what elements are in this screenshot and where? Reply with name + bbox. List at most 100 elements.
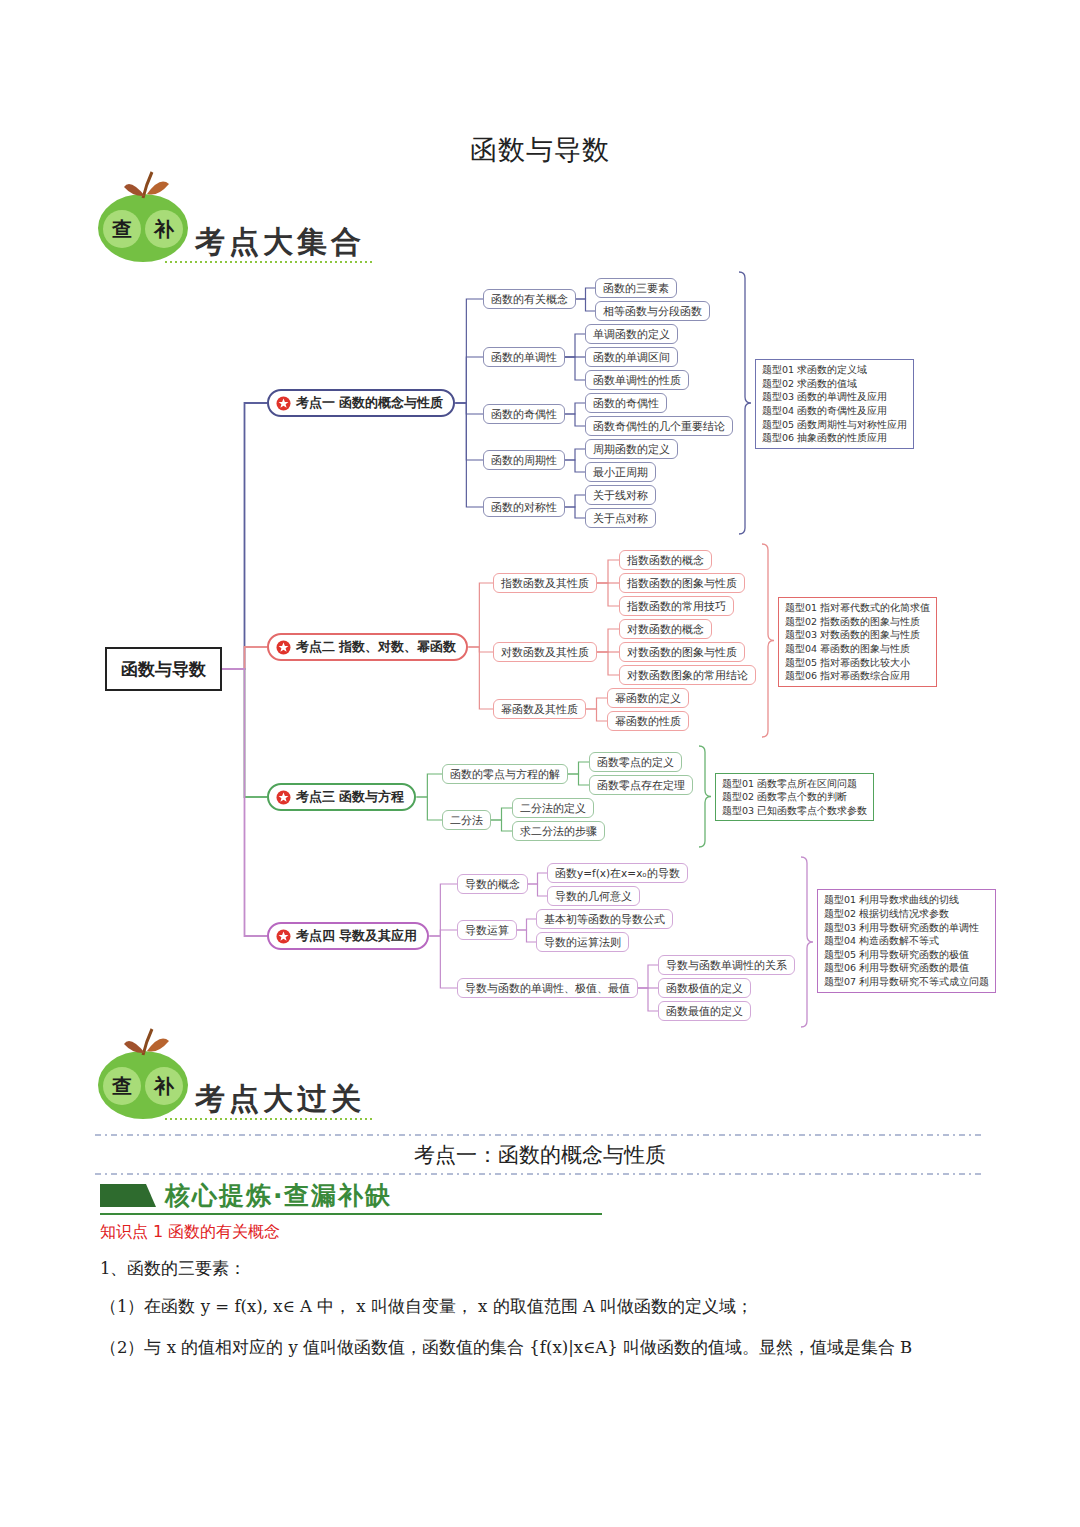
node-text: 导数的运算法则	[544, 935, 621, 949]
concept-box: 指数函数的常用技巧	[619, 596, 734, 616]
branch-connector	[638, 965, 658, 988]
node-text: 函数与导数	[121, 658, 206, 681]
branch-connector	[468, 647, 493, 652]
node-text: 函数的对称性	[491, 500, 557, 514]
icon-circle	[277, 396, 291, 410]
concept-box: 函数y=f(x)在x=x₀的导数	[547, 863, 688, 883]
node-text: 对数函数及其性质	[501, 645, 589, 659]
node-text: 指数函数的图象与性质	[627, 576, 737, 590]
question-type-line: 题型03 对数函数的图象与性质	[785, 628, 930, 642]
question-type-line: 题型02 指数函数的图象与性质	[785, 615, 930, 629]
node-text: 二分法	[450, 813, 483, 827]
node-text: 关于点对称	[593, 511, 648, 525]
node-text: 幂函数及其性质	[501, 702, 578, 716]
node-text: 函数零点存在定理	[597, 778, 685, 792]
node-text: 导数运算	[465, 923, 509, 937]
question-type-line: 题型05 利用导数研究函数的极值	[824, 948, 989, 962]
node-text: 周期函数的定义	[593, 442, 670, 456]
node-text: 函数极值的定义	[666, 981, 743, 995]
question-type-line: 题型03 已知函数零点个数求参数	[722, 804, 867, 818]
branch-connector	[565, 460, 585, 472]
apple-half	[145, 210, 183, 248]
node-text: 相等函数与分段函数	[603, 304, 702, 318]
branch-connector	[429, 884, 457, 936]
branch-connector	[597, 652, 619, 675]
concept-box: 导数的概念	[457, 874, 528, 894]
node-text: 指数函数的常用技巧	[627, 599, 726, 613]
star-icon	[276, 929, 291, 944]
topic-box: 考点三 函数与方程	[267, 783, 416, 811]
concept-box: 函数的对称性	[483, 497, 565, 517]
concept-box: 关于点对称	[585, 508, 656, 528]
branch-connector	[565, 507, 585, 518]
question-type-line: 题型04 函数的奇偶性及应用	[762, 404, 907, 418]
node-text: 函数的单调性	[491, 350, 557, 364]
concept-box: 对数函数的图象与性质	[619, 642, 745, 662]
apple-half	[145, 1067, 183, 1105]
concept-box: 对数函数的概念	[619, 619, 712, 639]
branch-connector	[586, 698, 607, 709]
curly-brace	[801, 857, 813, 1027]
star-icon	[276, 396, 291, 411]
apple-half	[103, 1067, 141, 1105]
dashed-rule	[95, 1173, 985, 1175]
branch-connector	[565, 357, 585, 380]
node-text: 二分法的定义	[520, 801, 586, 815]
node-text: 函数奇偶性的几个重要结论	[593, 419, 725, 433]
question-type-box: 题型01 指对幂代数式的化简求值题型02 指数函数的图象与性质题型03 对数函数…	[778, 597, 937, 687]
branch-connector	[586, 709, 607, 721]
icon-star	[279, 642, 289, 651]
concept-box: 函数的单调区间	[585, 347, 678, 367]
concept-box: 函数零点存在定理	[589, 775, 693, 795]
branch-connector	[429, 930, 457, 936]
concept-box: 导数运算	[457, 920, 517, 940]
concept-box: 函数最值的定义	[658, 1001, 751, 1021]
branch-connector	[517, 930, 536, 942]
node-text: 导数的概念	[465, 877, 520, 891]
section-logo-text: 考点大过关	[195, 1079, 365, 1120]
question-type-line: 题型01 求函数的定义域	[762, 363, 907, 377]
icon-circle	[277, 929, 291, 943]
branch-connector	[429, 936, 457, 988]
concept-box: 相等函数与分段函数	[595, 301, 710, 321]
branch-connector	[638, 988, 658, 1011]
node-text: 考点三 函数与方程	[296, 789, 404, 806]
node-text: 幂函数的定义	[615, 691, 681, 705]
concept-box: 幂函数的性质	[607, 711, 689, 731]
apple-body	[98, 194, 188, 262]
concept-box: 指数函数的概念	[619, 550, 712, 570]
branch-connector	[576, 299, 595, 311]
concept-box: 单调函数的定义	[585, 324, 678, 344]
question-type-line: 题型01 指对幂代数式的化简求值	[785, 601, 930, 615]
dotted-underline	[165, 261, 375, 263]
curly-brace	[699, 746, 711, 847]
branch-connector	[222, 647, 267, 669]
node-text: 导数的几何意义	[555, 889, 632, 903]
node-text: 函数的奇偶性	[491, 407, 557, 421]
root-box: 函数与导数	[105, 647, 222, 691]
concept-box: 导数与函数单调性的关系	[658, 955, 795, 975]
node-text: 考点一 函数的概念与性质	[296, 395, 443, 412]
concept-box: 指数函数及其性质	[493, 573, 597, 593]
node-text: 考点二 指数、对数、幂函数	[296, 639, 456, 656]
banner-mark	[100, 1184, 156, 1207]
question-type-line: 题型04 构造函数解不等式	[824, 934, 989, 948]
node-text: 函数y=f(x)在x=x₀的导数	[555, 866, 680, 880]
question-type-box: 题型01 利用导数求曲线的切线题型02 根据切线情况求参数题型03 利用导数研究…	[817, 889, 996, 992]
node-text: 对数函数图象的常用结论	[627, 668, 748, 682]
branch-connector	[222, 669, 267, 936]
branch-connector	[455, 403, 483, 507]
apple-half	[103, 210, 141, 248]
node-text: 考点四 导数及其应用	[296, 928, 417, 945]
question-type-line: 题型01 利用导数求曲线的切线	[824, 893, 989, 907]
concept-box: 函数的零点与方程的解	[442, 764, 568, 784]
node-text: 函数零点的定义	[597, 755, 674, 769]
node-text: 对数函数的图象与性质	[627, 645, 737, 659]
question-type-line: 题型01 函数零点所在区间问题	[722, 777, 867, 791]
concept-box: 函数奇偶性的几个重要结论	[585, 416, 733, 436]
question-type-line: 题型02 函数零点个数的判断	[722, 790, 867, 804]
banner-text: 核心提炼·查漏补缺	[165, 1179, 393, 1212]
star-icon	[276, 640, 291, 655]
apple-leaf	[124, 1041, 145, 1053]
branch-connector	[565, 495, 585, 507]
